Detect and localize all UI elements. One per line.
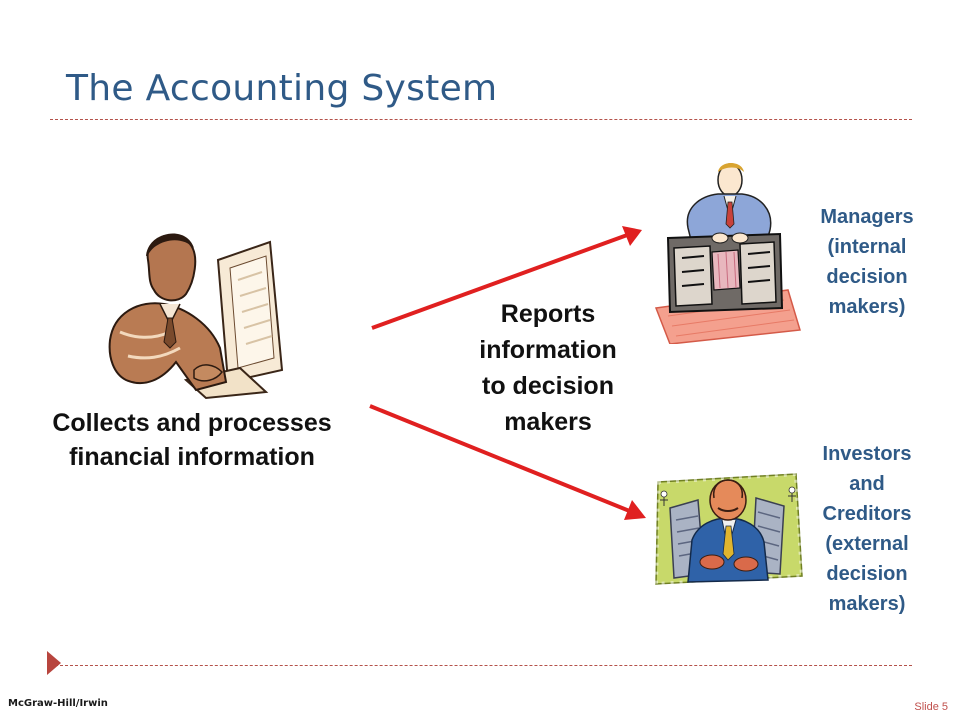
bottom-divider: [50, 665, 912, 666]
reports-line: Reports: [500, 300, 596, 328]
slide-title: The Accounting System: [66, 68, 498, 109]
reports-text: Reports information to decision makers: [443, 296, 653, 440]
corner-triangle-icon: [47, 651, 61, 675]
arrows: [369, 226, 646, 520]
investors-line: and: [849, 473, 885, 495]
reports-line: to decision: [482, 372, 614, 400]
red-arrow-icon: [369, 404, 646, 520]
collects-text: Collects and processes financial informa…: [2, 406, 382, 474]
investors-label: Investors and Creditors (external decisi…: [792, 439, 942, 619]
manager-at-desk-clipart-icon: [654, 163, 801, 344]
managers-label: Managers (internal decision makers): [792, 202, 942, 322]
collects-line: financial information: [69, 443, 315, 471]
managers-line: decision: [826, 266, 908, 288]
top-divider: [50, 119, 912, 120]
red-arrow-icon: [371, 226, 642, 330]
investors-line: (external: [825, 533, 909, 555]
managers-line: Managers: [820, 206, 914, 228]
investors-line: decision: [826, 563, 908, 585]
investor-clipart-icon: [653, 471, 804, 587]
managers-line: makers): [828, 296, 906, 318]
slide-number: Slide 5: [914, 701, 948, 713]
accountant-clipart-icon: [108, 233, 284, 400]
reports-line: information: [479, 336, 617, 364]
investors-line: Investors: [822, 443, 912, 465]
collects-line: Collects and processes: [52, 409, 332, 437]
investors-line: makers): [828, 593, 906, 615]
reports-line: makers: [504, 408, 592, 436]
footer-publisher: McGraw-Hill/Irwin: [8, 698, 108, 709]
investors-line: Creditors: [822, 503, 912, 525]
managers-line: (internal: [827, 236, 907, 258]
